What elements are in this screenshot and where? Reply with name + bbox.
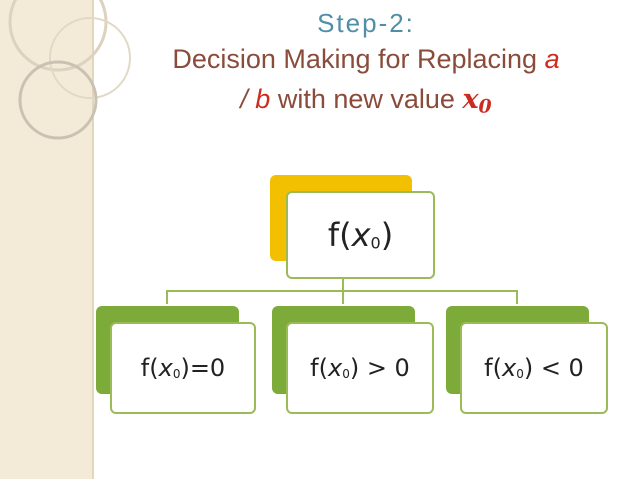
root-var: x <box>351 216 371 254</box>
child-greater-sub: 0 <box>342 366 350 381</box>
child-equal-pre: f( <box>140 354 159 382</box>
connector-right-drop <box>516 290 518 304</box>
step-title: Step-2: <box>317 8 415 38</box>
child-greater-pre: f( <box>310 354 328 382</box>
child-node-less-label: f(x0) < 0 <box>484 354 584 382</box>
connector-left-drop <box>166 290 168 304</box>
child-equal-var: x <box>158 354 173 382</box>
child-less-post: ) < 0 <box>523 354 584 382</box>
child-node-equal-card: f(x0)=0 <box>110 322 256 414</box>
slide-sidebar-panel <box>0 0 92 479</box>
child-less-pre: f( <box>484 354 502 382</box>
child-node-equal: f(x0)=0 <box>96 306 256 414</box>
child-equal-post: )=0 <box>180 354 226 382</box>
child-greater-var: x <box>327 354 343 382</box>
title-slash: / <box>240 84 256 114</box>
title-line-2: Decision Making for Replacing a <box>94 44 638 75</box>
child-node-greater-card: f(x0) > 0 <box>286 322 434 414</box>
child-node-greater-label: f(x0) > 0 <box>310 354 410 382</box>
child-node-less-card: f(x0) < 0 <box>460 322 608 414</box>
root-sub: 0 <box>370 233 381 253</box>
title-line-3: / b with new value x0 <box>94 84 638 118</box>
root-pre: f( <box>327 216 352 254</box>
root-node: f(x0) <box>270 175 435 280</box>
root-post: ) <box>380 216 394 254</box>
variable-b: b <box>255 84 271 114</box>
child-node-less: f(x0) < 0 <box>446 306 608 414</box>
title-text-prefix: Decision Making for Replacing <box>172 44 545 74</box>
connector-root-stem <box>342 276 344 290</box>
child-less-sub: 0 <box>516 366 524 381</box>
variable-x0-base: x <box>462 84 479 115</box>
connector-middle-drop <box>342 290 344 304</box>
child-node-equal-label: f(x0)=0 <box>141 354 225 382</box>
child-greater-post: ) > 0 <box>349 354 410 382</box>
child-less-var: x <box>501 354 517 382</box>
child-equal-sub: 0 <box>172 366 181 381</box>
child-node-greater: f(x0) > 0 <box>272 306 434 414</box>
sidebar-divider <box>92 0 94 479</box>
variable-a: a <box>544 44 560 74</box>
root-node-card: f(x0) <box>286 191 435 279</box>
root-node-label: f(x0) <box>328 216 393 254</box>
variable-x0: x0 <box>462 84 492 118</box>
variable-x0-subscript: 0 <box>478 95 492 118</box>
title-text-mid: with new value <box>270 84 463 114</box>
